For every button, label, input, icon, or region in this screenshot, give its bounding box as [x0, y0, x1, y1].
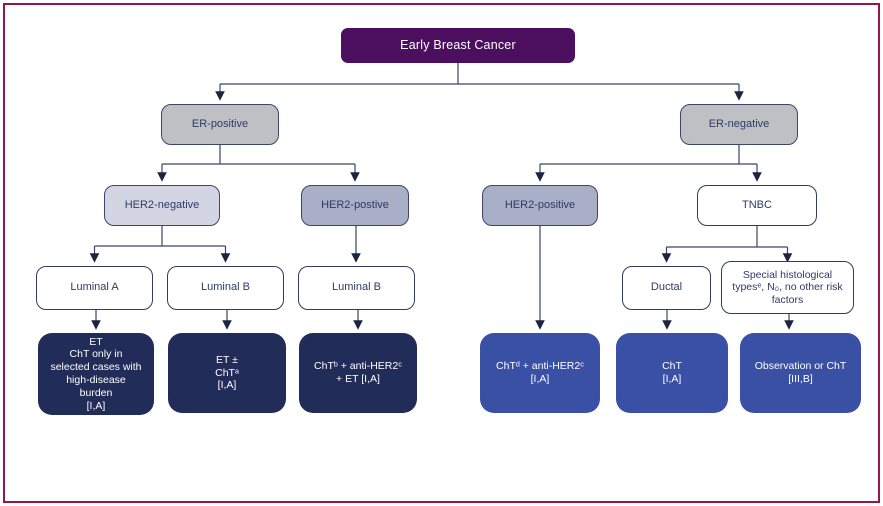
node-tnbc: TNBC: [697, 185, 817, 226]
node-luminal-a: Luminal A: [36, 266, 153, 310]
node-treatment-ductal: ChT [I,A]: [616, 333, 728, 413]
node-ductal: Ductal: [622, 266, 711, 310]
node-er-positive: ER-positive: [161, 104, 279, 145]
node-special-histological-types: Special histological typesᵉ, N₀, no othe…: [721, 261, 854, 314]
node-treatment-luminal-b-1: ET ± ChTᵃ [I,A]: [168, 333, 286, 413]
node-er-negative: ER-negative: [680, 104, 798, 145]
node-her2-postive: HER2-postive: [301, 185, 409, 226]
node-luminal-b-2: Luminal B: [298, 266, 415, 310]
node-her2-positive: HER2-positive: [482, 185, 598, 226]
node-her2-negative: HER2-negative: [104, 185, 220, 226]
node-treatment-special: Observation or ChT [III,B]: [740, 333, 861, 413]
node-luminal-b-1: Luminal B: [167, 266, 284, 310]
node-treatment-luminal-b-2: ChTᵇ + anti-HER2ᶜ + ET [I,A]: [299, 333, 417, 413]
node-early-breast-cancer: Early Breast Cancer: [341, 28, 575, 63]
node-treatment-luminal-a: ET ChT only in selected cases with high-…: [38, 333, 154, 415]
node-treatment-her2-positive: ChTᵈ + anti-HER2ᶜ [I,A]: [480, 333, 600, 413]
